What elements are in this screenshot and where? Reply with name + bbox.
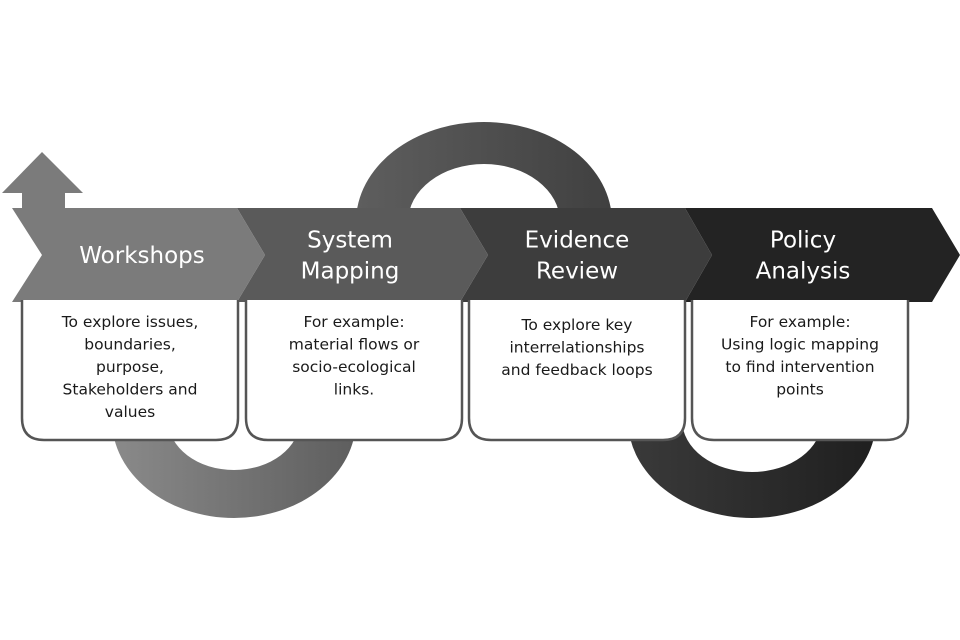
description-line: socio-ecological (292, 358, 416, 376)
stage-title-line: Analysis (756, 259, 851, 285)
description-line: Using logic mapping (721, 336, 879, 354)
stage-title-line: Mapping (301, 259, 400, 285)
description-line: links. (334, 381, 374, 399)
description-box-workshops (20, 300, 240, 442)
description-line: values (105, 403, 155, 421)
description-text-system-mapping: For example: material flows or socio-ecolo… (289, 313, 420, 399)
description-text-workshops: To explore issues, boundaries, purpose, Sta… (61, 313, 199, 421)
description-box-system-mapping (244, 300, 464, 442)
description-line: material flows or (289, 336, 420, 354)
description-line: To explore issues, (61, 313, 199, 331)
description-text-policy-analysis: For example: Using logic mapping to find i… (721, 313, 879, 399)
description-line: Stakeholders and (63, 381, 198, 399)
description-line: and feedback loops (501, 361, 652, 379)
description-line: purpose, (96, 358, 164, 376)
loop-arc-bottom-right (628, 420, 876, 518)
description-box-evidence-review (467, 300, 687, 442)
stage-title-line: Evidence (525, 228, 630, 254)
loop-arc-top-middle (356, 122, 612, 222)
stage-title-line: System (307, 228, 393, 254)
stage-title-workshops: Workshops (79, 243, 204, 269)
description-line: For example: (303, 313, 404, 331)
chevron-policy-analysis (685, 208, 960, 302)
description-line: to find intervention (725, 358, 874, 376)
stage-title-line: Review (536, 259, 618, 285)
chevron-evidence-review (460, 208, 712, 302)
description-line: To explore key (521, 316, 633, 334)
loop-arc-bottom-left (112, 420, 356, 518)
description-box-policy-analysis (690, 300, 910, 442)
stage-title-line: Policy (770, 228, 836, 254)
description-text-evidence-review: To explore key interrelationships and feed… (501, 316, 652, 379)
return-up-arrow-icon (2, 152, 83, 215)
description-line: points (776, 381, 824, 399)
stage-title-line: Workshops (79, 243, 204, 269)
description-line: interrelationships (509, 339, 644, 357)
chevron-system-mapping (237, 208, 488, 302)
description-line: boundaries, (84, 336, 176, 354)
chevron-workshops (12, 208, 265, 302)
description-line: For example: (749, 313, 850, 331)
